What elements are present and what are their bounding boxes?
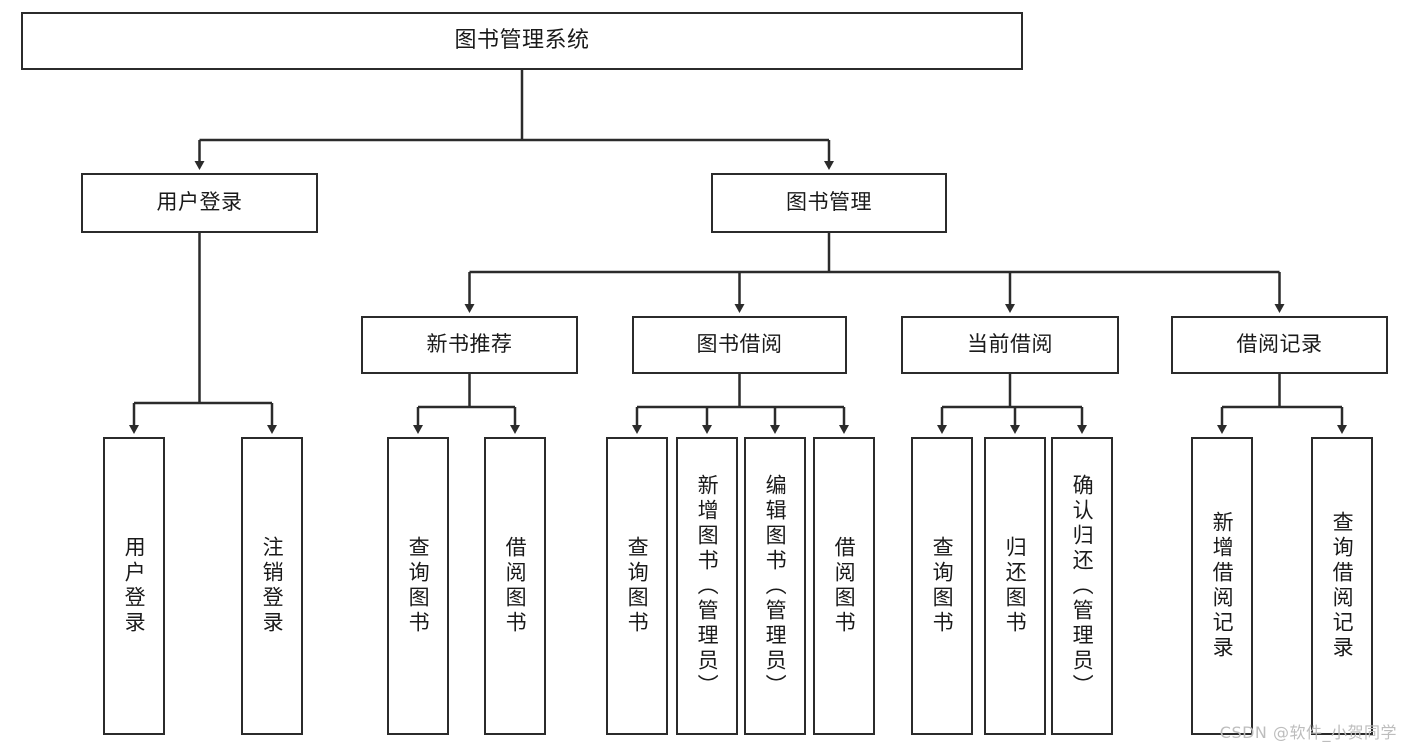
leaf-edit-book[interactable]: 编辑图书（管理员） — [744, 437, 806, 735]
node-label: 查询借阅记录 — [1330, 511, 1355, 661]
leaf-return-book[interactable]: 归还图书 — [984, 437, 1046, 735]
csdn-watermark: CSDN @软件_小贺同学 — [1219, 723, 1397, 742]
node-label: 新增借阅记录 — [1210, 511, 1235, 661]
leaf-query-book-recommend[interactable]: 查询图书 — [387, 437, 449, 735]
leaf-borrow-book[interactable]: 借阅图书 — [813, 437, 875, 735]
node-label: 图书借阅 — [696, 332, 783, 357]
node-label: 借阅图书 — [832, 536, 857, 636]
leaf-query-borrow-record[interactable]: 查询借阅记录 — [1311, 437, 1373, 735]
node-label: 图书管理系统 — [454, 27, 590, 53]
leaf-user-login[interactable]: 用户登录 — [103, 437, 165, 735]
node-new-book-recommend[interactable]: 新书推荐 — [361, 316, 578, 374]
node-borrow-record[interactable]: 借阅记录 — [1171, 316, 1388, 374]
node-book-borrow[interactable]: 图书借阅 — [632, 316, 847, 374]
node-label: 查询图书 — [625, 536, 650, 636]
node-label: 查询图书 — [930, 536, 955, 636]
node-book-manage[interactable]: 图书管理 — [711, 173, 947, 233]
node-label: 确认归还（管理员） — [1070, 473, 1095, 699]
node-label: 当前借阅 — [967, 332, 1053, 357]
node-label: 查询图书 — [406, 536, 431, 636]
node-label: 借阅记录 — [1236, 332, 1323, 357]
leaf-query-book-borrow[interactable]: 查询图书 — [606, 437, 668, 735]
node-label: 新书推荐 — [426, 332, 513, 357]
node-label: 新增图书（管理员） — [695, 473, 720, 699]
node-label: 借阅图书 — [503, 536, 528, 636]
node-label: 归还图书 — [1003, 536, 1028, 636]
leaf-confirm-return[interactable]: 确认归还（管理员） — [1051, 437, 1113, 735]
node-label: 注销登录 — [260, 536, 285, 636]
node-root[interactable]: 图书管理系统 — [21, 12, 1023, 70]
node-label: 用户登录 — [122, 536, 147, 636]
node-user-login[interactable]: 用户登录 — [81, 173, 318, 233]
node-label: 编辑图书（管理员） — [763, 473, 788, 699]
node-current-borrow[interactable]: 当前借阅 — [901, 316, 1119, 374]
leaf-query-book-current[interactable]: 查询图书 — [911, 437, 973, 735]
node-label: 用户登录 — [156, 190, 243, 215]
leaf-add-book[interactable]: 新增图书（管理员） — [676, 437, 738, 735]
leaf-user-logout[interactable]: 注销登录 — [241, 437, 303, 735]
leaf-add-borrow-record[interactable]: 新增借阅记录 — [1191, 437, 1253, 735]
node-label: 图书管理 — [786, 190, 872, 215]
leaf-borrow-book-recommend[interactable]: 借阅图书 — [484, 437, 546, 735]
